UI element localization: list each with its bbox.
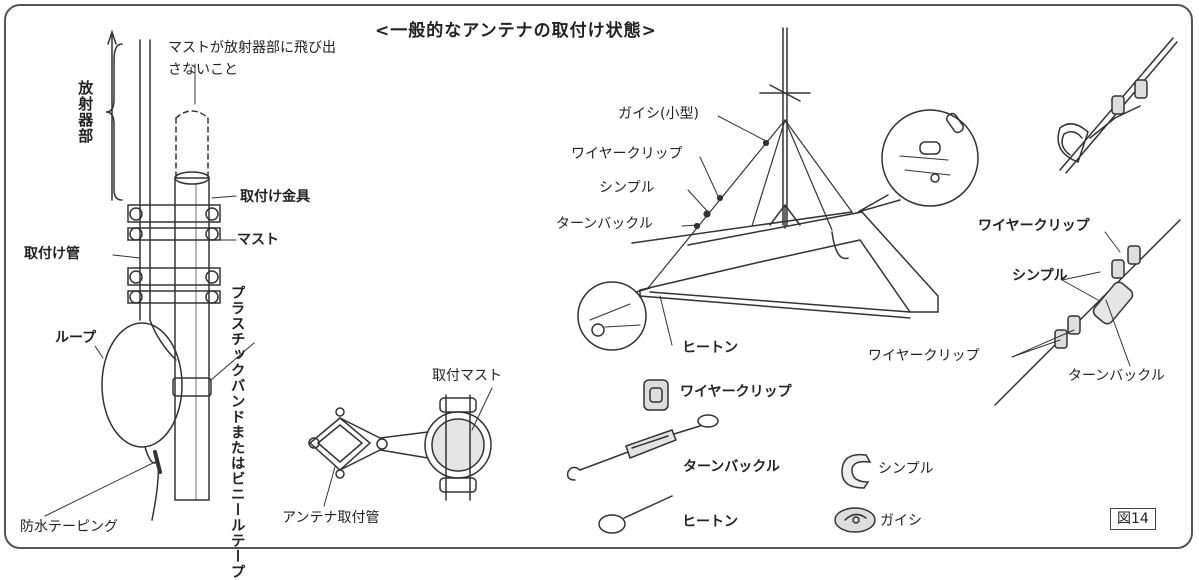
turnbuckle-label-center: ターンバックル <box>556 216 653 232</box>
radiator-brace <box>105 43 123 201</box>
radiator-element <box>107 29 151 231</box>
insulator-small-label: ガイシ(小型) <box>618 106 699 122</box>
center-mast <box>759 27 811 229</box>
radiator-label: 放射器部 <box>76 80 95 144</box>
legend-turnbuckle: ターンバックル <box>683 459 780 475</box>
leader-lines-left <box>44 195 255 517</box>
mounting-hardware-label: 取付け金具 <box>240 189 310 205</box>
plastic-band <box>172 377 212 397</box>
waterproof-taping-label: 防水テーピング <box>20 519 118 535</box>
plastic-band-label: プラスチックバンドまたはビニールテープ <box>228 285 245 580</box>
magnified-detail-bottom <box>577 281 651 351</box>
right-leader-lines <box>1011 231 1131 367</box>
magnified-detail-top <box>857 109 979 213</box>
turnbuckle-label-right: ターンバックル <box>1068 368 1165 384</box>
mast-note: マストが放射器部に飛び出さないこと <box>168 40 336 78</box>
legend-wire-clip: ワイヤークリップ <box>680 384 792 400</box>
guy-wires <box>647 119 853 289</box>
eye-bolt-part <box>598 495 673 534</box>
right-wire-assembly <box>994 219 1181 406</box>
upper-clamp <box>127 204 221 241</box>
figure-id: 図14 <box>1110 508 1156 531</box>
center-leader-lines <box>659 115 767 346</box>
wire-clip-label-bottom-right: ワイヤークリップ <box>868 348 980 364</box>
wire-clip-label-top-right: ワイヤークリップ <box>978 218 1090 234</box>
eye-bolt-label-center: ヒートン <box>682 340 738 356</box>
loop-label: ループ <box>55 330 97 346</box>
insulator-part <box>834 507 876 533</box>
page-title: <一般的なアンテナの取付け状態> <box>375 21 657 41</box>
legend-insulator: ガイシ <box>880 513 922 529</box>
thimble-part <box>841 453 872 489</box>
clamp-detail-drawing <box>308 387 493 507</box>
mast-label: マスト <box>237 232 279 248</box>
mast-pipe <box>174 171 210 501</box>
mast-dashed-extension <box>175 110 209 179</box>
figure-frame <box>4 4 1193 549</box>
wire-clip-part <box>643 379 669 411</box>
legend-thimble: シンプル <box>878 461 934 477</box>
thimble-label-center: シンプル <box>599 180 655 196</box>
antenna-mount-pipe-label: アンテナ取付管 <box>282 510 380 526</box>
top-right-wire <box>1057 37 1178 174</box>
wire-clip-label-center: ワイヤークリップ <box>571 146 683 162</box>
mounting-pipe-label: 取付け管 <box>24 246 80 262</box>
legend-eye-bolt: ヒートン <box>682 514 738 530</box>
mounting-pipe <box>139 229 151 321</box>
roof-structure <box>631 211 939 319</box>
cable-loop <box>101 319 183 521</box>
turnbuckle-part <box>566 414 719 481</box>
mount-mast-label: 取付マスト <box>432 368 502 384</box>
antenna-illustration <box>44 27 1181 534</box>
lower-clamp <box>127 267 221 304</box>
thimble-label-right: シンプル <box>1012 268 1068 284</box>
